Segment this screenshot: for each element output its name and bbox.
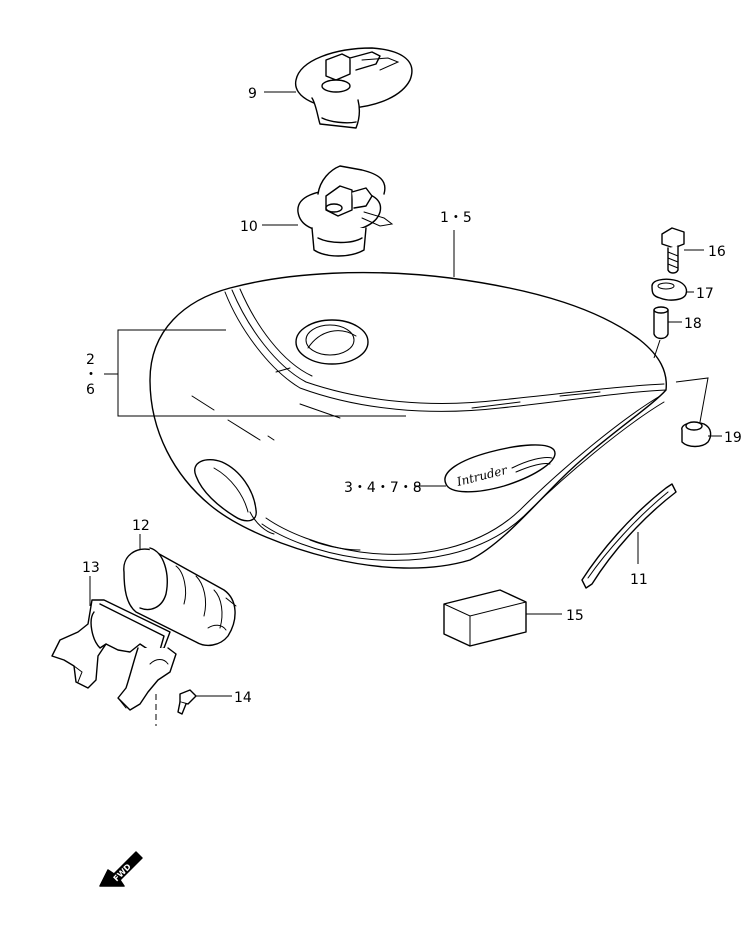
leader-19-a <box>675 377 709 423</box>
label-12: 12 <box>132 518 150 534</box>
label-16: 16 <box>708 244 726 260</box>
bracket-icon <box>51 599 177 711</box>
label-19: 19 <box>724 430 742 446</box>
label-9: 9 <box>248 86 257 102</box>
label-14: 14 <box>234 690 252 706</box>
screw-icon <box>177 689 197 715</box>
emblem-icon: Intruder <box>444 444 556 493</box>
rubber-cushion-icon <box>681 421 712 448</box>
seal-strip-icon <box>581 483 677 589</box>
fuel-cap-icon <box>295 47 413 129</box>
cushion-block-icon <box>443 589 527 647</box>
leader-2-6 <box>117 329 406 417</box>
washer-icon <box>651 278 688 301</box>
label-dot: ・ <box>84 367 98 383</box>
label-6: 6 <box>86 382 95 398</box>
spacer-icon <box>653 306 669 340</box>
label-11: 11 <box>630 572 648 588</box>
locking-fuel-cap-icon <box>297 165 394 257</box>
label-17: 17 <box>696 286 714 302</box>
fwd-arrow-icon: FWD <box>99 851 143 887</box>
label-10: 10 <box>240 219 258 235</box>
rear-cushion-icon <box>123 547 237 647</box>
leader-18-b <box>653 339 661 359</box>
label-15: 15 <box>566 608 584 624</box>
bolt-icon <box>661 227 685 274</box>
label-13: 13 <box>82 560 100 576</box>
label-1-5: 1・5 <box>440 210 472 226</box>
label-18: 18 <box>684 316 702 332</box>
label-2: 2 <box>86 352 95 368</box>
label-3-4-7-8: 3・4・7・8 <box>344 480 422 496</box>
fuel-tank-icon <box>149 271 667 569</box>
